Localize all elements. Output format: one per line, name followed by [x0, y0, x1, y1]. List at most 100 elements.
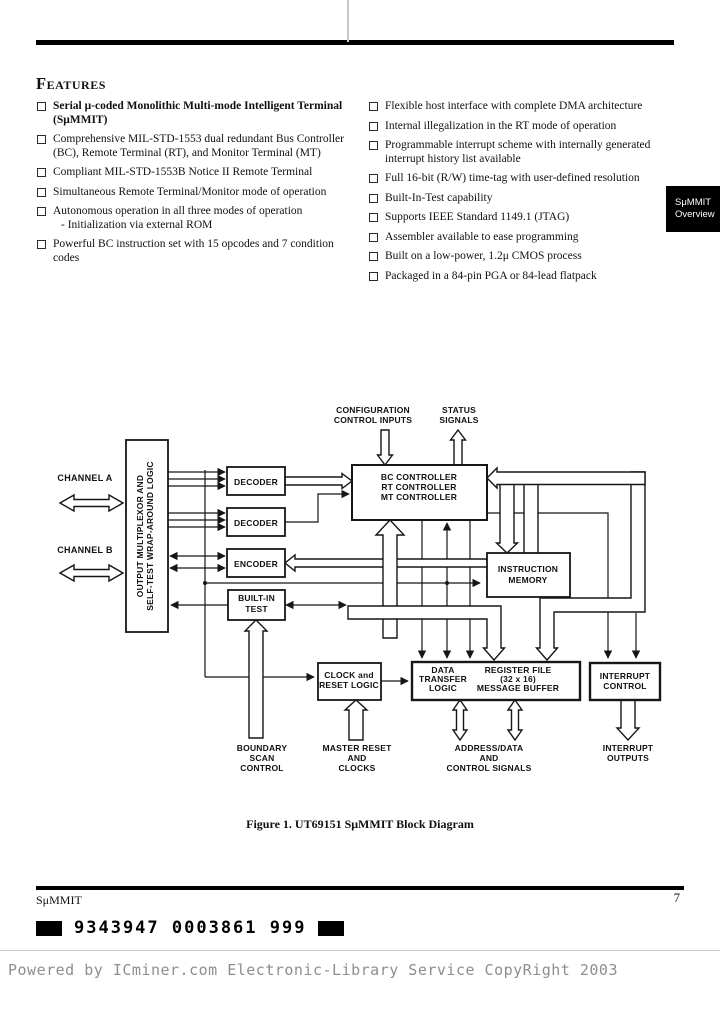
checkbox-icon: [369, 193, 378, 203]
ocr-end-block: [318, 920, 345, 936]
decoder-1-label: DECODER: [234, 477, 278, 487]
feature-item: Supports IEEE Standard 1149.1 (JTAG): [368, 211, 680, 225]
addr-label-1: ADDRESS/DATA: [455, 743, 524, 753]
feature-item: Built on a low-power, 1.2μ CMOS process: [368, 250, 680, 264]
feature-subitem: - Initialization via external ROM: [61, 218, 213, 231]
block-data-transfer-register-file: [410, 660, 582, 702]
block-bc-rt-mt-controller: [351, 464, 488, 521]
feature-text: Comprehensive MIL-STD-1553 dual redundan…: [53, 133, 344, 159]
feature-text: Supports IEEE Standard 1149.1 (JTAG): [385, 211, 570, 223]
dtl-label-2: TRANSFER: [419, 674, 467, 684]
master-label-3: CLOCKS: [338, 763, 375, 773]
feature-item: Internal illegalization in the RT mode o…: [368, 120, 680, 134]
features-column-right: Flexible host interface with complete DM…: [368, 100, 680, 289]
checkbox-icon: [369, 141, 378, 150]
config-label-1: CONFIGURATION: [336, 405, 410, 415]
feature-text: Compliant MIL-STD-1553B Notice II Remote…: [53, 166, 313, 178]
channel-a-label: CHANNEL A: [57, 473, 112, 483]
block-output-multiplexor: [125, 439, 169, 633]
block-built-in-test: [227, 589, 286, 621]
tab-line-2: Overview: [675, 208, 715, 220]
checkbox-icon: [369, 252, 378, 261]
checkbox-icon: [37, 102, 46, 111]
feature-item: Built-In-Test capability: [368, 192, 680, 206]
addr-label-3: CONTROL SIGNALS: [446, 763, 531, 773]
diagram-blocks: [125, 439, 662, 702]
page-number: 7: [673, 891, 680, 905]
up-to-controller-arrow: [374, 518, 406, 639]
feature-item: Packaged in a 84-pin PGA or 84-lead flat…: [368, 270, 680, 284]
intc-label-2: CONTROL: [603, 681, 646, 691]
footer-product-name: SμMMIT: [36, 893, 82, 907]
feature-text: Powerful BC instruction set with 15 opco…: [53, 238, 334, 264]
diagram-signal-labels: CONFIGURATION CONTROL INPUTS STATUS SIGN…: [57, 405, 653, 773]
feature-item: Flexible host interface with complete DM…: [368, 100, 680, 114]
bus-to-controller-arrow: [486, 466, 646, 490]
service-credit-line: Powered by ICminer.com Electronic-Librar…: [8, 961, 618, 979]
reg-label-3: MESSAGE BUFFER: [477, 683, 559, 693]
block-encoder: [226, 548, 286, 578]
diagram-block-labels: OUTPUT MULTIPLEXOR AND SELF-TEST WRAP-AR…: [135, 461, 651, 693]
bit-label-1: BUILT-IN: [238, 593, 275, 603]
bit-label-2: TEST: [245, 604, 268, 614]
block-decoder-1: [226, 466, 286, 496]
service-credit-band: Powered by ICminer.com Electronic-Librar…: [0, 950, 720, 1012]
reg-label-2: (32 x 16): [500, 674, 536, 684]
checkbox-icon: [369, 271, 378, 281]
status-output-arrow: [449, 428, 467, 468]
features-section: Serial μ-coded Monolithic Multi-mode Int…: [36, 100, 680, 289]
checkbox-icon: [369, 174, 378, 183]
feature-item: Serial μ-coded Monolithic Multi-mode Int…: [36, 100, 354, 127]
block-instruction-memory: [486, 552, 571, 598]
features-column-left: Serial μ-coded Monolithic Multi-mode Int…: [36, 100, 368, 289]
feature-text: Built-In-Test capability: [385, 191, 493, 204]
checkbox-icon: [37, 135, 46, 144]
feature-item: Powerful BC instruction set with 15 opco…: [36, 238, 354, 265]
feature-text: Internal illegalization in the RT mode o…: [385, 119, 617, 132]
checkbox-icon: [37, 207, 46, 216]
intc-label-1: INTERRUPT: [600, 671, 651, 681]
decoder-to-controller-arrow: [284, 472, 354, 490]
diagram-wires: [168, 467, 641, 686]
block-clock-reset-logic: [317, 662, 382, 701]
feature-item: Simultaneous Remote Terminal/Monitor mod…: [36, 186, 354, 200]
checkbox-icon: [369, 213, 378, 222]
checkbox-icon: [369, 121, 378, 131]
scan-artifact-line: [347, 0, 349, 42]
elbow-to-register-arrow: [347, 605, 507, 662]
interrupt-output-arrow: [615, 699, 641, 742]
instruction-memory-arrow: [494, 483, 520, 554]
feature-text: Autonomous operation in all three modes …: [53, 205, 303, 217]
feature-item: Assembler available to ease programming: [368, 231, 680, 245]
feature-text: Packaged in a 84-pin PGA or 84-lead flat…: [385, 269, 597, 282]
status-label-1: STATUS: [442, 405, 476, 415]
master-label-2: AND: [347, 753, 366, 763]
checkbox-icon: [37, 240, 46, 249]
master-reset-arrow: [343, 699, 369, 741]
imem-label-1: INSTRUCTION: [498, 564, 558, 574]
section-overview-tab: SμMMIT Overview: [666, 186, 720, 232]
feature-item: Full 16-bit (R/W) time-tag with user-def…: [368, 172, 680, 186]
bc-label-1: BC CONTROLLER: [381, 472, 457, 482]
clock-label-1: CLOCK and: [324, 670, 374, 680]
channel-a-arrow: [58, 493, 125, 513]
config-input-arrow: [376, 429, 394, 467]
reg-label-1: REGISTER FILE: [485, 665, 552, 675]
figure-caption: Figure 1. UT69151 SμMMIT Block Diagram: [246, 817, 474, 831]
diagram-bus-arrows: [58, 428, 646, 742]
mux-label-2: SELF-TEST WRAP-AROUND LOGIC: [145, 461, 155, 610]
right-bus-elbow: [534, 471, 646, 662]
dtl-label-3: LOGIC: [429, 683, 457, 693]
intout-label-2: OUTPUTS: [607, 753, 649, 763]
footer-rule: [36, 886, 684, 890]
config-label-2: CONTROL INPUTS: [334, 415, 412, 425]
ocr-code-row: 9343947 0003861 999: [36, 918, 345, 938]
feature-text: Built on a low-power, 1.2μ CMOS process: [385, 250, 582, 262]
dtl-label-1: DATA: [431, 665, 454, 675]
status-label-2: SIGNALS: [439, 415, 478, 425]
decoder-2-label: DECODER: [234, 518, 278, 528]
block-interrupt-control: [588, 661, 662, 702]
feature-text: Programmable interrupt scheme with inter…: [385, 139, 651, 165]
checkbox-icon: [37, 187, 46, 197]
